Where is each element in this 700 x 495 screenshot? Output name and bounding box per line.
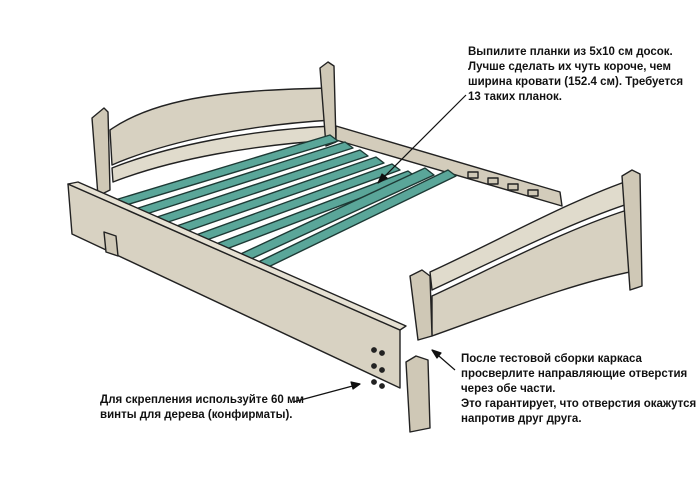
back-leg xyxy=(103,231,119,257)
screws-line-1: Для скрепления используйте 60 мм xyxy=(100,394,305,406)
slat-support-blocks xyxy=(467,171,539,197)
back-headboard xyxy=(91,61,337,197)
drill-annotation: После тестовой сборки каркаса просверлит… xyxy=(461,352,696,427)
screws-line-2: винты для дерева (конфирматы). xyxy=(100,409,293,421)
drill-line-5: напротив друг друга. xyxy=(461,413,582,425)
drill-line-3: через обе части. xyxy=(461,383,556,395)
footboard xyxy=(405,169,643,433)
slats-line-3: ширина кровати (152.4 см). Требуется xyxy=(468,76,684,88)
slats-line-2: Лучше сделать их чуть короче, чем xyxy=(468,61,672,73)
drill-line-4: Это гарантирует, что отверстия окажутся xyxy=(461,398,697,410)
screws-annotation: Для скрепления используйте 60 мм винты д… xyxy=(100,393,304,423)
drill-line-1: После тестовой сборки каркаса xyxy=(461,353,642,365)
left-side-rail xyxy=(67,181,407,389)
slats-line-1: Выпилите планки из 5х10 см досок. xyxy=(468,46,673,58)
drill-line-2: просверлите направляющие отверстия xyxy=(461,368,688,380)
right-side-rail xyxy=(335,125,563,207)
slats-line-4: 13 таких планок. xyxy=(468,91,562,103)
pointer-lines xyxy=(292,94,467,403)
slats-annotation: Выпилите планки из 5х10 см досок. Лучше … xyxy=(468,45,683,105)
